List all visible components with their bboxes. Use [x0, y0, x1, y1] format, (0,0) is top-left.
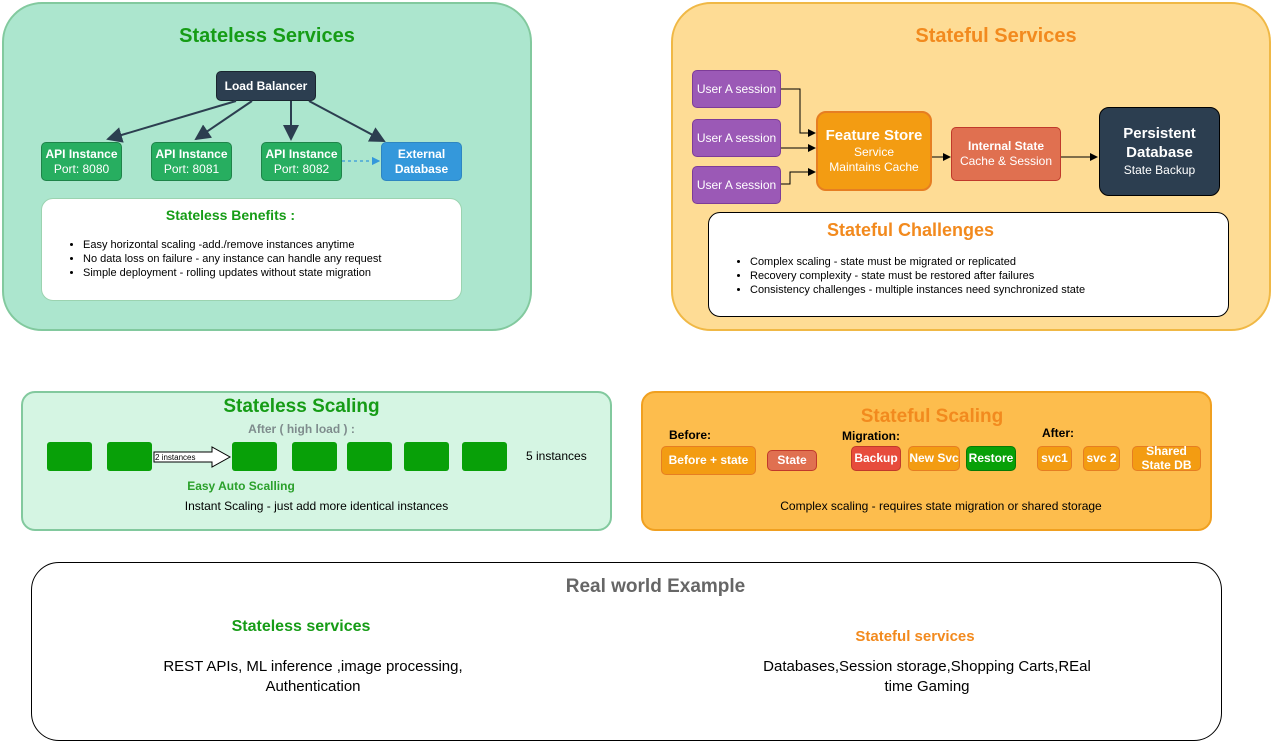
- stateless-examples-line2: Authentication: [265, 678, 361, 695]
- stateless-scaling-title: Stateless Scaling: [223, 396, 380, 417]
- migration-label: Migration:: [842, 429, 900, 443]
- instance-block: [347, 442, 392, 471]
- stateless-services-heading: Stateless services: [231, 618, 371, 635]
- stateless-services-examples: REST APIs, ML inference ,image processin…: [91, 657, 535, 697]
- stateful-services-heading: Stateful services: [855, 628, 975, 645]
- stateless-scaling-after-label: After ( high load ) :: [248, 422, 355, 436]
- feature-store-title: Feature Store: [825, 126, 923, 144]
- user-session-box: User A session: [692, 70, 781, 108]
- stateful-services-examples: Databases,Session storage,Shopping Carts…: [705, 657, 1149, 697]
- stateless-examples-line1: REST APIs, ML inference ,image processin…: [163, 658, 463, 675]
- stateful-examples-line2: time Gaming: [884, 678, 970, 695]
- stateless-scaling-caption: Instant Scaling - just add more identica…: [184, 499, 449, 513]
- external-database-box: External Database: [381, 142, 462, 181]
- instance-block: [47, 442, 92, 471]
- api-instance-label: API Instance: [45, 146, 118, 161]
- persistent-database-box: Persistent Database State Backup: [1099, 107, 1220, 196]
- after-label: After:: [1042, 426, 1074, 440]
- api-instance-port: Port: 8082: [273, 161, 330, 176]
- stateful-scaling-caption: Complex scaling - requires state migrati…: [780, 499, 1102, 513]
- load-balancer-box: Load Balancer: [216, 71, 316, 101]
- stateless-services-title: Stateless Services: [179, 25, 355, 47]
- stateful-services-title: Stateful Services: [915, 25, 1077, 47]
- feature-store-box: Feature Store Service Maintains Cache: [816, 111, 932, 191]
- stateless-scaling-subtitle: Easy Auto Scalling: [187, 479, 295, 493]
- new-svc-box: New Svc: [908, 446, 960, 471]
- benefit-item: Simple deployment - rolling updates with…: [83, 266, 462, 280]
- scale-arrow: [153, 446, 232, 468]
- external-database-line2: Database: [394, 161, 449, 176]
- instance-block: [462, 442, 507, 471]
- stateful-challenges-card: [708, 212, 1229, 317]
- real-world-title: Real world Example: [565, 576, 746, 597]
- stateful-challenges-list: Complex scaling - state must be migrated…: [708, 255, 1229, 297]
- svc2-box: svc 2: [1083, 446, 1120, 471]
- shared-state-db-box: Shared State DB: [1132, 444, 1201, 472]
- api-instance-8081: API Instance Port: 8081: [151, 142, 232, 181]
- benefit-item: No data loss on failure - any instance c…: [83, 252, 462, 266]
- user-session-box: User A session: [692, 166, 781, 204]
- internal-state-line2: Cache & Session: [959, 154, 1053, 168]
- challenge-item: Recovery complexity - state must be rest…: [750, 269, 1229, 283]
- external-database-line1: External: [397, 146, 446, 161]
- persistent-database-line2: Database: [1126, 144, 1193, 161]
- persistent-database-line1: Persistent: [1123, 125, 1196, 143]
- instance-block: [292, 442, 337, 471]
- feature-store-line2: Maintains Cache: [829, 160, 919, 175]
- instance-block: [107, 442, 152, 471]
- svc1-box: svc1: [1037, 446, 1072, 471]
- api-instance-label: API Instance: [265, 146, 338, 161]
- challenge-item: Consistency challenges - multiple instan…: [750, 283, 1229, 297]
- load-balancer-arrows: [106, 100, 386, 166]
- benefit-item: Easy horizontal scaling -add./remove ins…: [83, 238, 462, 252]
- stateful-challenges-title: Stateful Challenges: [826, 220, 995, 240]
- internal-state-line1: Internal State: [967, 139, 1045, 153]
- instances-count-label: 5 instances: [526, 449, 587, 463]
- before-state-box: Before + state: [661, 446, 756, 475]
- api-instance-port: Port: 8081: [163, 161, 220, 176]
- api-instance-port: Port: 8080: [53, 161, 110, 176]
- stateful-scaling-title: Stateful Scaling: [860, 406, 1004, 427]
- stateless-benefits-title: Stateless Benefits :: [165, 207, 296, 223]
- instance-block: [232, 442, 277, 471]
- scale-arrow-label: 2 instances: [155, 453, 196, 462]
- api-instance-8080: API Instance Port: 8080: [41, 142, 122, 181]
- stateful-examples-line1: Databases,Session storage,Shopping Carts…: [763, 658, 1091, 675]
- stateless-benefits-list: Easy horizontal scaling -add./remove ins…: [41, 238, 462, 280]
- user-session-box: User A session: [692, 119, 781, 157]
- restore-box: Restore: [966, 446, 1016, 471]
- feature-store-line1: Service: [853, 145, 894, 160]
- api-instance-label: API Instance: [155, 146, 228, 161]
- real-world-panel: [31, 562, 1222, 741]
- instance-block: [404, 442, 449, 471]
- persistent-database-line3: State Backup: [1123, 162, 1196, 177]
- shared-state-db-line2: State DB: [1141, 457, 1192, 472]
- stateless-benefits-card: [41, 198, 462, 301]
- backup-box: Backup: [851, 446, 901, 471]
- state-box: State: [767, 450, 817, 471]
- challenge-item: Complex scaling - state must be migrated…: [750, 255, 1229, 269]
- before-label: Before:: [669, 428, 712, 442]
- stateful-flow-arrows: [781, 88, 1098, 185]
- internal-state-box: Internal State Cache & Session: [951, 127, 1061, 181]
- shared-state-db-line1: Shared: [1146, 444, 1187, 459]
- api-instance-8082: API Instance Port: 8082: [261, 142, 342, 181]
